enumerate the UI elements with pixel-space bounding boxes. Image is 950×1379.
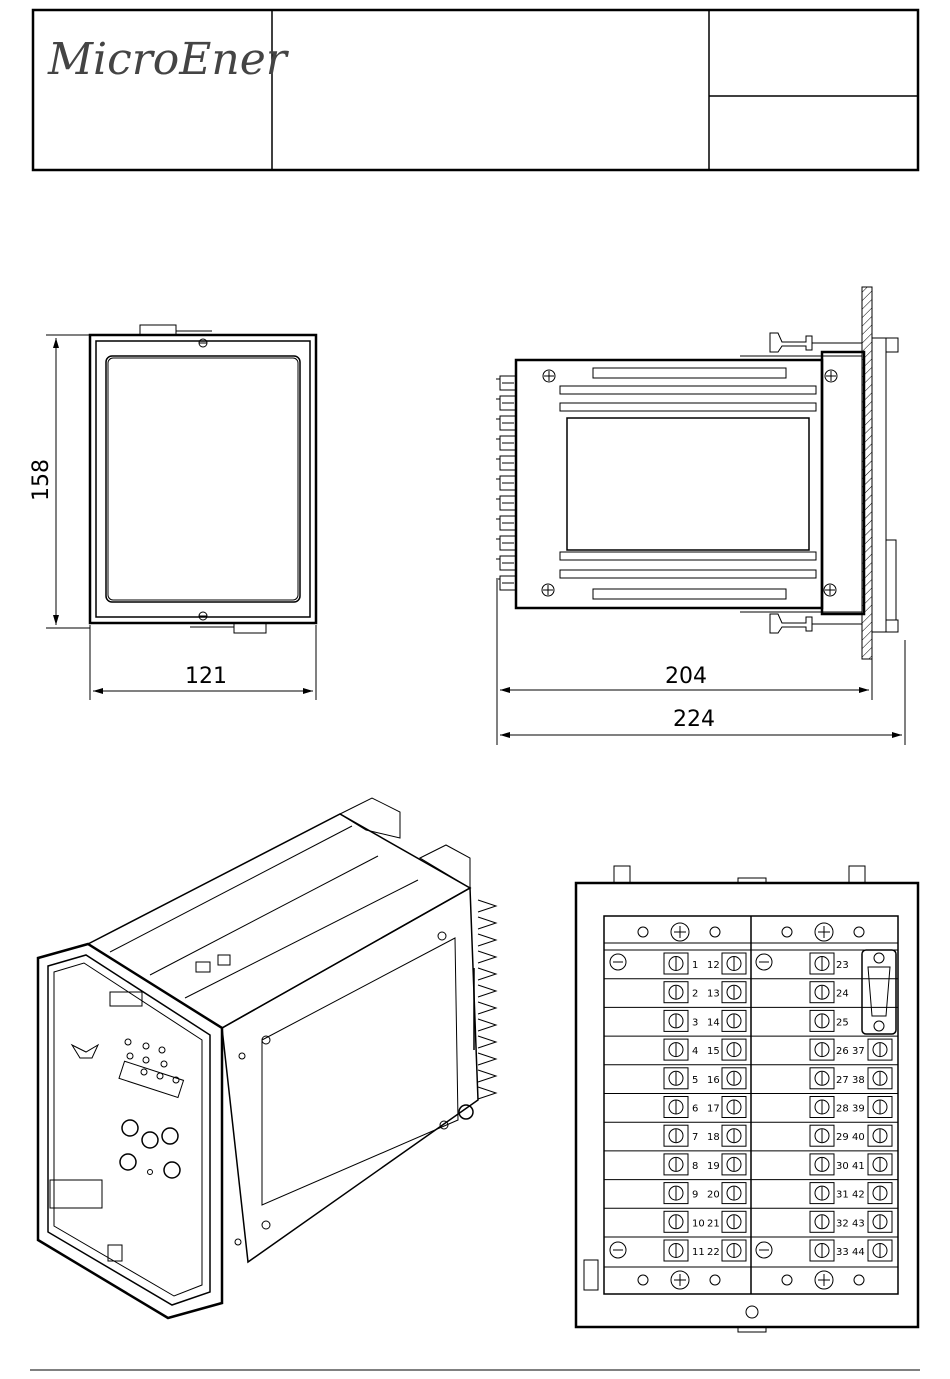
screw-icon [542, 584, 554, 596]
terminal-number: 17 [707, 1104, 720, 1115]
terminal-number: 39 [852, 1104, 865, 1115]
terminal-number: 31 [836, 1190, 849, 1201]
terminal-number: 12 [707, 960, 720, 971]
rail-holes [610, 923, 864, 1289]
heat-sink-fins [478, 900, 496, 1099]
terminal-number: 16 [707, 1075, 720, 1086]
dimension-158: 158 [29, 459, 54, 501]
terminal-number: 40 [852, 1132, 865, 1143]
terminal-number: 42 [852, 1190, 865, 1201]
terminal-number: 25 [836, 1017, 849, 1028]
side-view: 204 224 [496, 287, 905, 745]
terminal-number: 2 [692, 989, 698, 1000]
terminal-number: 41 [852, 1161, 865, 1172]
screw-icon [543, 370, 555, 382]
terminal-number: 3 [692, 1017, 698, 1028]
terminal-number: 9 [692, 1190, 698, 1201]
terminal-number: 43 [852, 1218, 865, 1229]
terminal-number: 8 [692, 1161, 698, 1172]
terminal-number: 27 [836, 1075, 849, 1086]
screw-icon [825, 370, 837, 382]
terminal-number: 22 [707, 1247, 720, 1258]
dimension-204: 204 [665, 664, 707, 689]
terminal-number: 21 [707, 1218, 720, 1229]
terminal-number: 7 [692, 1132, 698, 1143]
terminal-number: 6 [692, 1104, 698, 1115]
screw-icon [824, 584, 836, 596]
dimension-121: 121 [185, 664, 227, 689]
terminal-number: 1 [692, 960, 698, 971]
terminal-number: 32 [836, 1218, 849, 1229]
terminal-number: 28 [836, 1104, 849, 1115]
terminal-number: 38 [852, 1075, 865, 1086]
terminal-number: 14 [707, 1017, 720, 1028]
terminal-number: 29 [836, 1132, 849, 1143]
terminal-number: 24 [836, 989, 849, 1000]
terminal-number: 44 [852, 1247, 865, 1258]
terminal-number: 19 [707, 1161, 720, 1172]
terminal-number: 4 [692, 1046, 698, 1057]
isometric-view [38, 798, 496, 1318]
title-block: MicroEner [33, 10, 918, 170]
terminal-number: 33 [836, 1247, 849, 1258]
company-logo: MicroEner [47, 34, 290, 85]
terminal-number: 5 [692, 1075, 698, 1086]
terminal-number: 15 [707, 1046, 720, 1057]
brand-emblem-icon [72, 1045, 98, 1058]
terminal-number: 18 [707, 1132, 720, 1143]
terminal-number: 30 [836, 1161, 849, 1172]
terminal-number: 20 [707, 1190, 720, 1201]
terminal-number: 11 [692, 1247, 705, 1258]
terminal-number: 13 [707, 989, 720, 1000]
terminal-number: 26 [836, 1046, 849, 1057]
dimension-224: 224 [673, 707, 715, 732]
terminal-number: 23 [836, 960, 849, 971]
terminal-number: 37 [852, 1046, 865, 1057]
front-view: 158 121 [29, 325, 316, 700]
rear-terminal-strip [496, 376, 516, 590]
terminal-number: 10 [692, 1218, 705, 1229]
